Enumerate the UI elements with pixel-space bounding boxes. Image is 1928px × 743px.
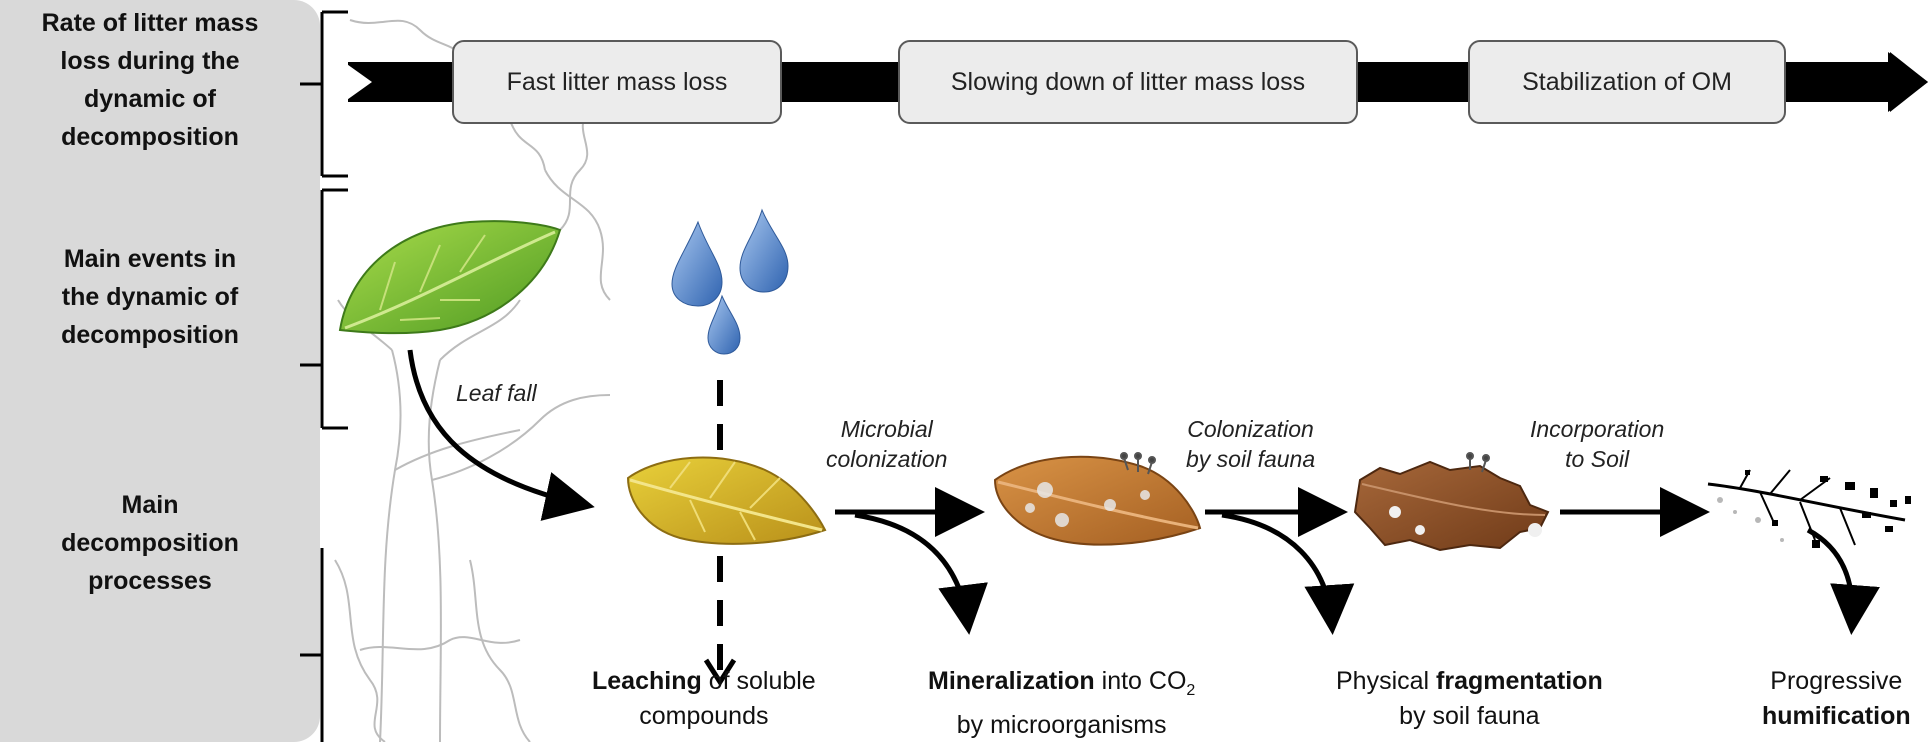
bracket-ticks [300,82,322,657]
stage-fast-loss: Fast litter mass loss [452,40,782,124]
row-brackets [300,10,348,742]
leaching-arrowhead [703,658,737,687]
bracket-events [320,188,348,430]
brown-leaf-icon [993,452,1202,546]
skeleton-leaf-icon [1707,469,1911,548]
label-fauna-colonization: Colonization by soil fauna [1186,416,1316,472]
fragmentation-arrow [1221,512,1355,635]
water-drops-icon [671,208,789,355]
label-microbial-colonization: Microbial colonization [826,416,948,472]
humification-arrow [1806,527,1880,635]
timeline-arrow-notch [344,62,372,102]
stage-stabilization: Stabilization of OM [1468,40,1786,124]
label-leaf-fall: Leaf fall [456,380,537,406]
yellow-leaf-icon [626,456,827,545]
label-incorporation: Incorporation to Soil [1530,416,1665,472]
row-label-events: Main events in the dynamic of decomposit… [61,245,239,349]
process-humification: Progressive humification [1762,667,1911,730]
row-label-rate: Rate of litter mass loss during the dyna… [41,9,259,151]
bracket-rate [320,10,348,178]
process-mineralization: Mineralization into CO2 by microorganism… [928,667,1196,739]
process-fragmentation: Physical fragmentation by soil fauna [1336,667,1603,730]
process-leaching: Leaching of soluble compounds [592,667,816,730]
row-label-panel [0,0,320,742]
timeline-arrow-head [1888,52,1928,112]
green-leaf-icon [338,220,562,335]
leaf-fall-arrow [407,349,595,521]
mineralization-arrow [854,512,988,635]
row-label-processes: Main decomposition processes [61,491,239,595]
stage-slowing-loss: Slowing down of litter mass loss [898,40,1358,124]
fragmented-leaf-icon [1353,452,1550,552]
